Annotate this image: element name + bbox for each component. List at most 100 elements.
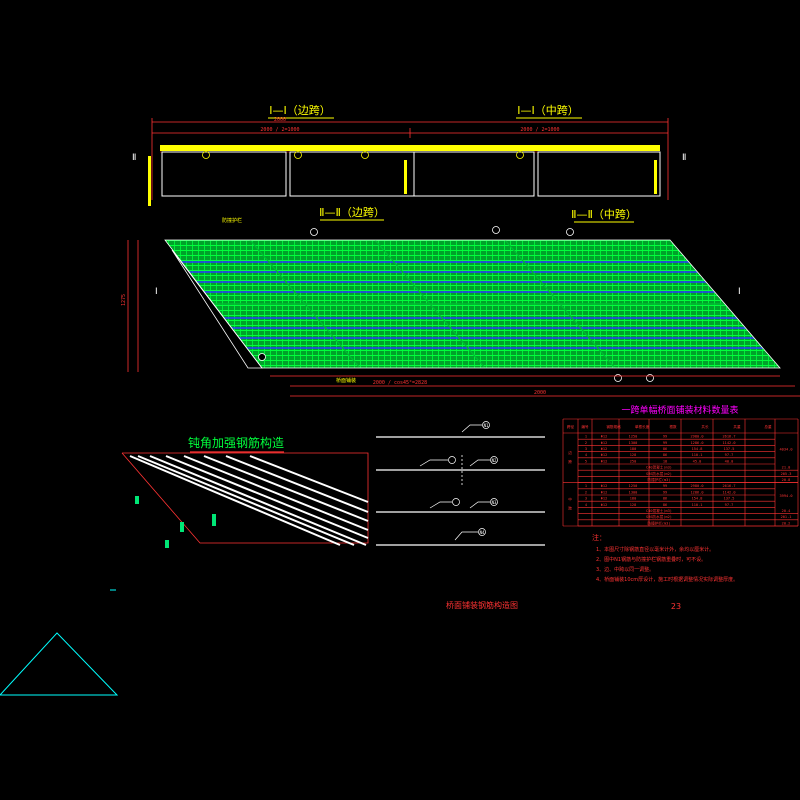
table-cell: 137.5 <box>724 497 735 501</box>
note-3: 3、边、中跨以同一调整。 <box>596 566 654 573</box>
table-cell: 1286.0 <box>691 441 704 445</box>
table-cell: 1300 <box>629 441 638 445</box>
table-extra-value: 201.1 <box>781 515 792 519</box>
bar-callout-2: N2 <box>492 458 497 463</box>
table-header-cell: 根数 <box>669 424 677 429</box>
section-I-vertical-notes <box>148 156 657 206</box>
table-cell: 4 <box>585 453 587 457</box>
table-group-label: 跨 <box>568 505 572 510</box>
girder-section-outline <box>161 151 661 197</box>
table-extra-label: SBS防水层(m2) <box>646 514 672 519</box>
top-sub-dim-left: 2000 / 2=1000 <box>260 127 299 133</box>
plan-dimensions <box>127 240 800 397</box>
plan-sub-dim: 2000 / cos45°=2828 <box>373 380 427 386</box>
table-title: 一跨单幅桥面铺装材料数量表 <box>621 404 738 416</box>
table-total-cell: 3994.0 <box>780 494 793 498</box>
top-sub-dim-right: 2000 / 2=1000 <box>520 127 559 133</box>
table-extra-value: 20.8 <box>782 478 791 482</box>
section-I-view: Ⅰ—Ⅰ（边跨） Ⅰ—Ⅰ（中跨） 2000 2000 / 2=1000 2000 … <box>132 104 686 206</box>
table-cell: 110.1 <box>692 503 703 507</box>
table-cell: 180 <box>630 497 637 501</box>
notes-label: 注： <box>592 533 606 542</box>
table-cell: Φ12 <box>601 490 608 494</box>
table-extra-label: 防撞护栏(m3) <box>647 520 670 525</box>
table-extra-value: 205.3 <box>781 472 792 476</box>
section-II-mid-title: Ⅱ—Ⅱ（中跨） <box>571 208 637 221</box>
table-cell: 86 <box>663 453 667 457</box>
side-label: 防撞护栏 <box>222 217 242 224</box>
table-cell: 4 <box>585 503 587 507</box>
table-cell: 128 <box>630 503 637 507</box>
table-group-label: 边 <box>568 450 572 455</box>
table-header-cell: 共重 <box>733 424 741 429</box>
table-cell: 3 <box>585 497 587 501</box>
table-cell: 1286.0 <box>691 490 704 494</box>
table-cell: 86 <box>663 447 667 451</box>
diagonal-reinforcement-bars <box>129 455 369 546</box>
table-cell: 1250 <box>629 435 638 439</box>
table-cell: 137.5 <box>724 447 735 451</box>
table-cell: 45.0 <box>693 459 702 463</box>
table-cell: 2 <box>585 441 587 445</box>
top-overall-dim: 2000 <box>274 117 286 123</box>
table-cell: 40.0 <box>725 459 734 463</box>
bar-callout-leaders <box>419 421 498 541</box>
table-cell: 250 <box>630 459 637 463</box>
table-cell: Φ12 <box>601 503 608 507</box>
section-I-mid-title: Ⅰ—Ⅰ（中跨） <box>517 104 579 117</box>
ucs-triangle-icon <box>0 632 119 696</box>
table-cell: 99 <box>663 490 667 494</box>
deck-pavement-layer <box>160 145 660 151</box>
section-II-edge-title: Ⅱ—Ⅱ（边跨） <box>319 206 385 219</box>
panel-joints <box>165 240 780 368</box>
rebar-mesh-plan: Ⅰ Ⅰ 防撞护栏 桥面铺装 <box>155 217 781 384</box>
table-cell: 99 <box>663 435 667 439</box>
table-extra-label: C40混凝土(m3) <box>646 465 672 470</box>
table-header-cell: 跨径 <box>567 424 575 429</box>
table-cell: 2616.7 <box>723 484 736 488</box>
table-cell: 18 <box>663 459 667 463</box>
table-cell: Φ12 <box>601 459 608 463</box>
table-cell: Φ12 <box>601 453 608 457</box>
table-cell: 154.8 <box>692 447 703 451</box>
detail-dimension-marks <box>135 496 216 548</box>
table-cell: 1 <box>585 435 587 439</box>
section-I-dimensions <box>151 118 669 200</box>
table-header-cell: 共长 <box>701 424 709 429</box>
table-cell: 97.7 <box>725 453 734 457</box>
table-cell: Φ12 <box>601 441 608 445</box>
table-cell: 99 <box>663 484 667 488</box>
table-cell: 86 <box>663 497 667 501</box>
table-cell: 180 <box>630 447 637 451</box>
note-1: 1、本图尺寸除钢筋直径以毫米计外，余均以厘米计。 <box>596 546 714 553</box>
table-cell: 3 <box>585 447 587 451</box>
table-extra-value: 20.2 <box>782 521 791 525</box>
table-group-label: 跨 <box>568 459 572 464</box>
left-total-dim: 1275 <box>121 294 127 306</box>
table-header-cell: 单根长度 <box>635 424 650 429</box>
section-I-edge-title: Ⅰ—Ⅰ（边跨） <box>269 104 331 117</box>
section-mark-left: Ⅱ <box>132 153 136 163</box>
table-cell: 1142.0 <box>723 490 736 494</box>
table-cell: Φ12 <box>601 435 608 439</box>
bar-callout-labels: N1 N2 N3 N4 <box>480 423 497 535</box>
plan-section-mark-left: Ⅰ <box>155 287 158 297</box>
table-extra-label: 防撞护栏(m3) <box>647 477 670 482</box>
table-cell: Φ12 <box>601 484 608 488</box>
table-cell: Φ12 <box>601 497 608 501</box>
table-cell: 2980.0 <box>691 484 704 488</box>
bar-callout-4: N4 <box>480 530 485 535</box>
footer-title: 桥面铺装钢筋构造图 <box>446 600 518 610</box>
detail-title: 钝角加强钢筋构造 <box>188 435 284 450</box>
bar-callout-1: N1 <box>484 423 489 428</box>
table-cell: Φ12 <box>601 447 608 451</box>
section-I-callouts <box>202 151 524 159</box>
table-cell: 1 <box>585 484 587 488</box>
obtuse-corner-detail <box>121 452 369 548</box>
plan-section-mark-right: Ⅰ <box>738 287 741 297</box>
table-extra-label: C40混凝土(m3) <box>646 508 672 513</box>
table-total-cell: 4034.0 <box>780 448 793 452</box>
table-cell: 1142.0 <box>723 441 736 445</box>
